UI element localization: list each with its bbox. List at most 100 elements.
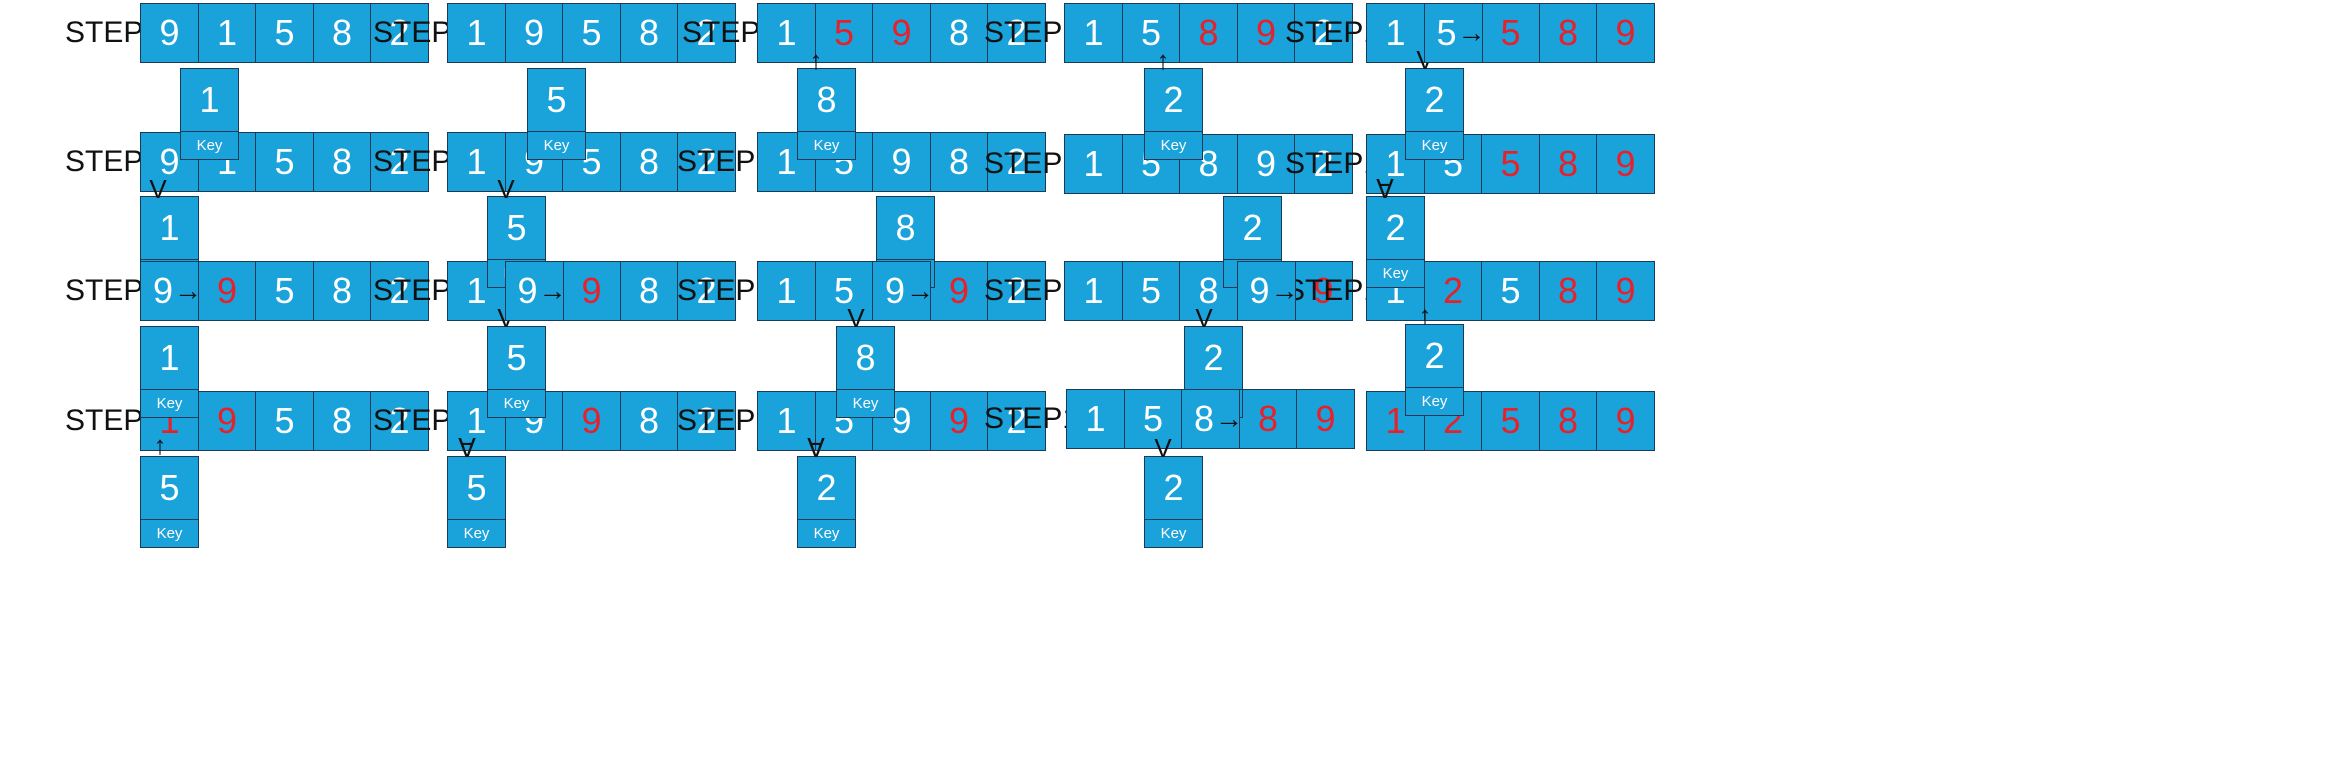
key-value: 5 [448,457,505,520]
cell-value: 5 [1500,270,1521,311]
key-value: 2 [798,457,855,520]
array-cell: 9 [929,261,989,321]
cell-value: 5 [274,141,295,182]
cell-value: 5 [1500,12,1521,53]
key-value: 8 [877,197,934,260]
cell-value: 9 [581,400,602,441]
array-cell: 8 [929,3,989,63]
array-cell: 8 [1238,389,1298,449]
up-arrow-icon: ↑ [1418,300,1432,330]
key-caption: Key [1160,136,1187,154]
cell-value: 2 [1313,12,1334,53]
array-cell: 2 [370,132,429,192]
cell-value: 9 [948,400,970,441]
key-value: 5 [488,327,545,390]
array-cell: 9 [872,391,931,451]
cell-value: 5 [1140,12,1162,53]
key-value: 2 [1224,197,1281,260]
cell-value: 9 [523,12,545,53]
cell-value: 2 [1006,141,1027,182]
cell-value: 8 [331,141,353,182]
key-value: 2 [1367,197,1424,260]
array-cell: 9→ [504,261,567,321]
cell-value: 8 [1557,270,1579,311]
array-cell: 8 [1538,3,1598,63]
array-cell: 9 [504,3,564,63]
array-cell: 5 [255,3,314,63]
array-cell: 5 [255,261,314,321]
key-caption: Key [1421,136,1448,154]
key-caption: Key [156,524,183,542]
compare-icon: V [1154,433,1172,463]
cell-value: 1 [1385,12,1406,53]
key-caption: Key [813,524,840,542]
shift-arrow-icon: → [174,275,203,306]
array-cell: 9 [562,261,621,321]
up-arrow-icon: ↑ [1156,45,1170,75]
array-cell: 9 [197,261,257,321]
up-arrow-icon: ↑ [153,430,167,460]
cell-value: 5 [833,270,855,311]
cell-value: 9 [153,270,174,311]
array-cell: 8 [1179,3,1238,63]
key-value: 8 [798,69,855,132]
array-cell: 1 [1366,3,1425,63]
compare-struck-icon: ∀ [1376,174,1394,204]
array-cell: 9 [562,391,621,451]
key-caption: Key [463,524,490,542]
cell-value: 1 [1385,143,1406,184]
array-cell: 2 [987,391,1046,451]
array-cell: 2 [987,261,1046,321]
array-cell: 2 [1294,3,1353,63]
cell-value: 2 [1006,270,1027,311]
array-cell: 1 [757,391,816,451]
cell-value: 8 [638,12,660,53]
array-cell: 1 [1064,3,1123,63]
cell-value: 8 [1257,398,1279,439]
cell-value: 1 [466,270,487,311]
cell-value: 5 [1500,400,1521,441]
compare-struck-icon: ∀ [458,433,476,463]
array-cell: 9→ [140,261,203,321]
array-cell: 5 [1121,261,1181,321]
key-caption: Key [543,136,570,154]
cell-value: 2 [1006,400,1027,441]
cell-value: 2 [1006,12,1027,53]
array-cell: 8 [312,261,372,321]
cell-value: 8 [1198,270,1219,311]
cell-value: 8 [1194,398,1215,439]
cell-value: 9 [1615,12,1636,53]
array-cell: 9 [1236,3,1296,63]
cell-value: 1 [466,400,487,441]
key-value: 5 [488,197,545,260]
cell-value: 2 [389,400,410,441]
array-cell: 9 [1596,3,1655,63]
array-cell: 5 [1481,391,1540,451]
cell-value: 5 [274,12,295,53]
key-value: 1 [141,197,198,260]
key-caption: Key [1382,264,1409,282]
cell-value: 1 [776,141,797,182]
key-value: 8 [837,327,894,390]
cell-value: 2 [389,12,410,53]
key-value: 1 [141,327,198,390]
cell-value: 5 [274,400,295,441]
cell-value: 2 [696,270,717,311]
cell-value: 9 [517,270,538,311]
cell-value: 2 [696,12,717,53]
cell-value: 1 [216,12,238,53]
cell-value: 8 [948,141,970,182]
cell-value: 9 [948,270,970,311]
array-cell: 5→ [1423,3,1486,63]
array-cell: 2 [370,391,429,451]
array-cell: 5 [255,132,314,192]
cell-value: 9 [891,12,912,53]
array-cell: 8 [1538,134,1598,194]
